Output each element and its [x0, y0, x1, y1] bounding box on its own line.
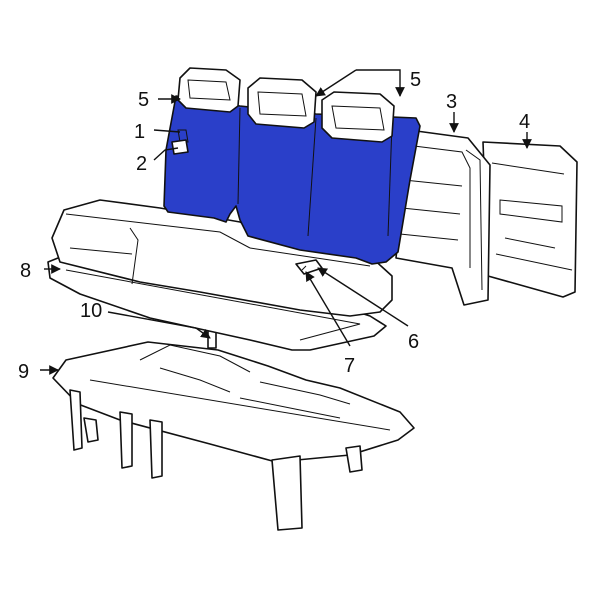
callout-1: 1 — [134, 121, 145, 143]
rear-trim-panel — [482, 141, 578, 298]
callout-7: 7 — [344, 355, 355, 377]
callout-5-left: 5 — [138, 89, 149, 111]
callout-2: 2 — [136, 153, 147, 175]
callout-10: 10 — [80, 300, 102, 322]
headrest-center — [247, 77, 317, 129]
headrest-left — [177, 67, 241, 113]
seat-floor-frame — [52, 341, 415, 531]
seat-back-frame — [395, 129, 491, 306]
callout-8: 8 — [20, 260, 31, 282]
callout-9: 9 — [18, 361, 29, 383]
callout-6: 6 — [408, 331, 419, 353]
callout-4: 4 — [519, 111, 530, 133]
leader-lines — [40, 69, 532, 375]
callout-3: 3 — [446, 91, 457, 113]
headrest-right — [321, 91, 395, 143]
callout-5-right: 5 — [410, 69, 421, 91]
latch-part — [171, 129, 189, 155]
